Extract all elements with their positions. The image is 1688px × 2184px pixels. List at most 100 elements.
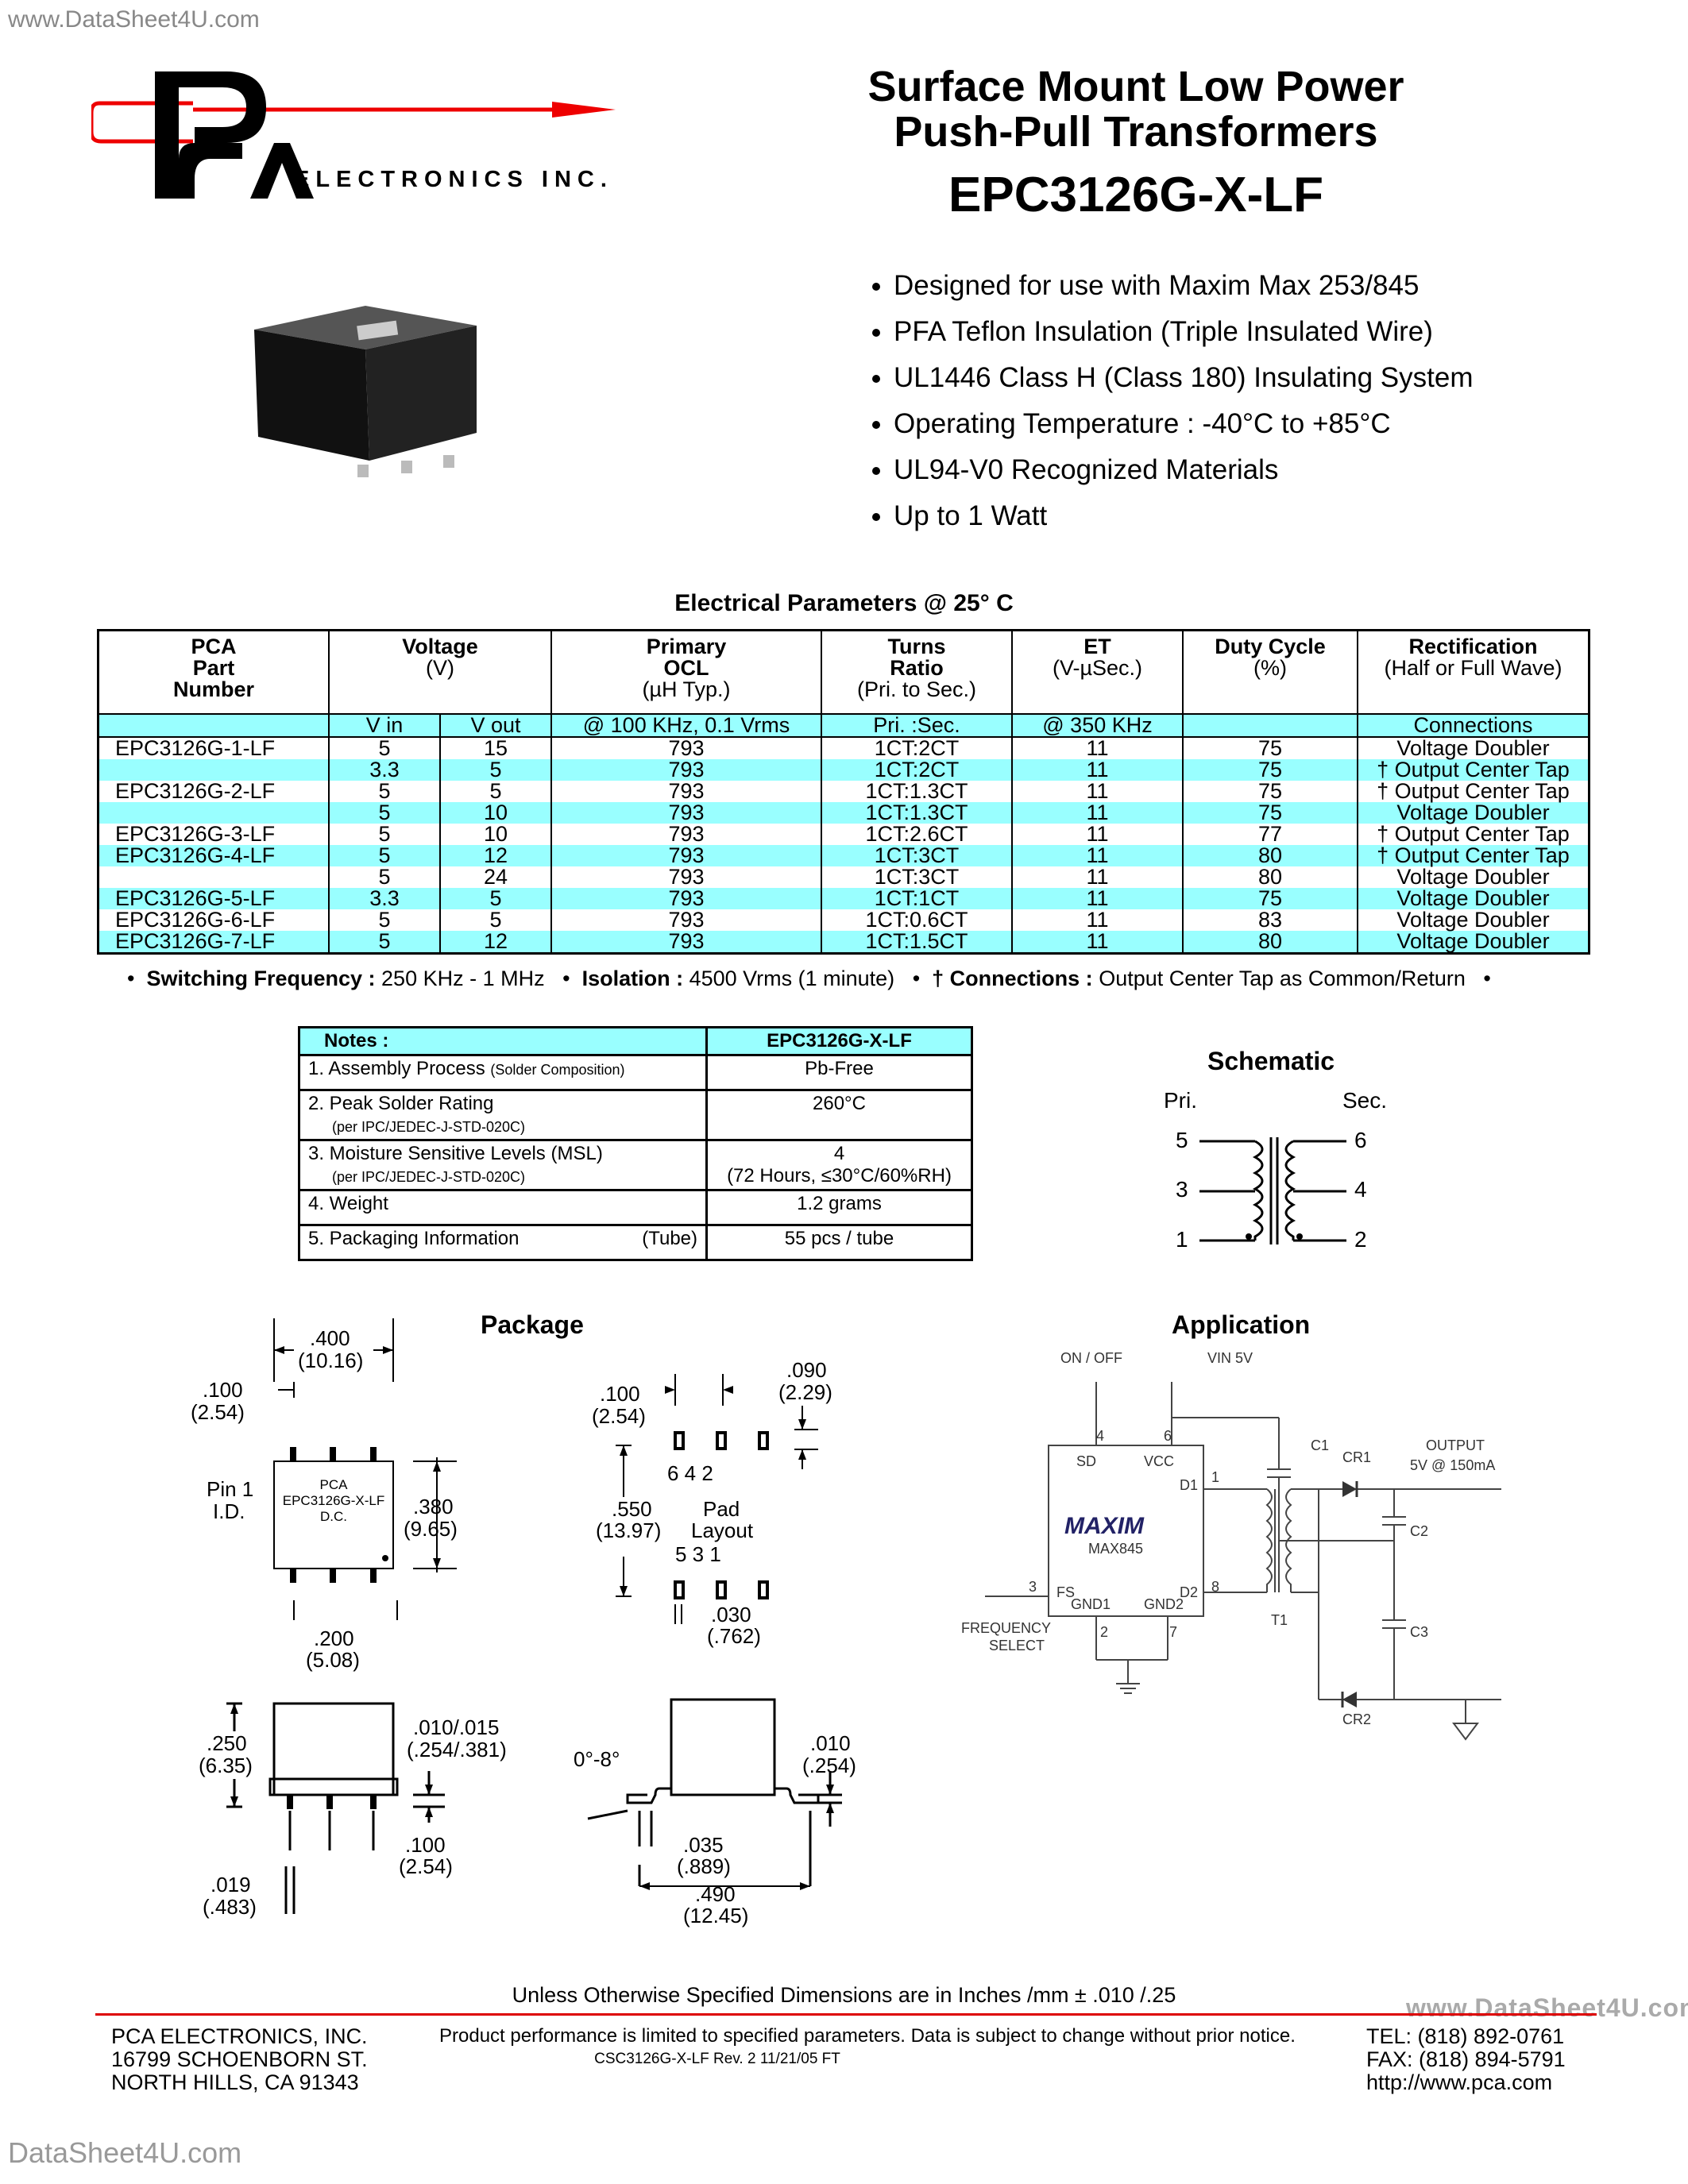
dim-100: .100 (203, 1378, 243, 1402)
app-c3: C3 (1410, 1624, 1429, 1640)
cell-vout: 5 (440, 780, 552, 802)
cell-part: EPC3126G-4-LF (98, 844, 330, 866)
cell-rect: † Output Center Tap (1377, 843, 1570, 867)
app-output1: OUTPUT (1426, 1437, 1485, 1453)
cell-vin: 5 (329, 844, 441, 866)
cell-part (98, 866, 330, 888)
end-dim-1245: (12.45) (683, 1904, 749, 1927)
cell-rect: Voltage Doubler (1396, 886, 1550, 910)
cell-duty: 75 (1183, 780, 1358, 802)
schematic: Pri. Sec. 5 3 1 6 4 2 (1160, 1088, 1414, 1255)
side-dim-635: (6.35) (199, 1754, 253, 1777)
cell-duty: 80 (1183, 930, 1358, 953)
cell-part: EPC3126G-2-LF (98, 780, 330, 802)
fn-sw-label: Switching Frequency : (146, 967, 376, 990)
pad-label-1: Pad (703, 1497, 740, 1521)
pad-dim-550: .550 (612, 1497, 652, 1521)
part-number-title: EPC3126G-X-LF (948, 168, 1324, 222)
hdr-part-2: Part (192, 656, 235, 680)
cell-vout: 15 (440, 736, 552, 759)
pin-2: 2 (1354, 1227, 1367, 1252)
sub-conn: Connections (1413, 712, 1533, 737)
product-photo (238, 306, 500, 480)
sub-empty (98, 713, 330, 737)
side-dim-254: (2.54) (399, 1854, 453, 1878)
cell-et: 11 (1012, 909, 1184, 931)
hdr-voltage: Voltage (402, 635, 478, 658)
end-dim-889: (.889) (677, 1854, 731, 1878)
pad-dim-030: .030 (711, 1603, 751, 1626)
note-sub: (Solder Composition) (490, 1062, 625, 1078)
company-logo: ELECTRONICS INC. (89, 64, 647, 203)
cell-vout: 24 (440, 866, 552, 888)
app-model: MAX845 (1088, 1541, 1144, 1557)
cell-ratio: 1CT:2CT (821, 758, 1013, 781)
notes-part-header: EPC3126G-X-LF (705, 1026, 973, 1056)
watermark-right: www.DataSheet4U.com (1406, 1993, 1688, 2022)
pad-layout: .100 (2.54) .090 (2.29) 6 4 2 .550 (13.9… (580, 1350, 866, 1648)
side-dim-019: .019 (211, 1873, 251, 1897)
hdr-ocl: Primary (646, 635, 727, 658)
cell-et: 11 (1012, 736, 1184, 759)
cell-ocl: 793 (551, 909, 822, 931)
cell-ocl: 793 (551, 823, 822, 845)
end-dim-254: (.254) (802, 1754, 856, 1777)
cell-part (98, 801, 330, 824)
end-dim-035: .035 (683, 1833, 724, 1857)
feature-item: UL1446 Class H (Class 180) Insulating Sy… (894, 362, 1473, 394)
cell-vin: 5 (329, 930, 441, 953)
dimension-note: Unless Otherwise Specified Dimensions ar… (512, 1983, 1176, 2007)
cell-part: EPC3126G-1-LF (98, 736, 330, 759)
cell-vout: 10 (440, 801, 552, 824)
pin-3: 3 (1176, 1177, 1188, 1202)
hdr-turns-2: Ratio (890, 656, 944, 680)
contact-web[interactable]: http://www.pca.com (1366, 2070, 1553, 2094)
cell-part: EPC3126G-5-LF (98, 887, 330, 909)
footer-address: PCA ELECTRONICS, INC. 16799 SCHOENBORN S… (111, 2025, 368, 2094)
app-onoff: ON / OFF (1060, 1350, 1122, 1366)
app-cr1: CR1 (1342, 1449, 1372, 1465)
cell-vout: 5 (440, 758, 552, 781)
cell-et: 11 (1012, 866, 1184, 888)
cell-duty: 80 (1183, 866, 1358, 888)
pin-6: 6 (1354, 1128, 1367, 1152)
fn-conn-value: Output Center Tap as Common/Return (1099, 967, 1466, 990)
end-dim-010: .010 (810, 1731, 851, 1755)
app-pin-8: 8 (1211, 1579, 1220, 1595)
body-marking-3: D.C. (320, 1509, 347, 1524)
logo-graphic (89, 71, 616, 199)
cell-vin: 5 (329, 736, 441, 759)
app-gnd2: GND2 (1144, 1596, 1184, 1612)
dim-380: .380 (413, 1495, 454, 1518)
package-title: Package (481, 1310, 584, 1339)
sub-et: @ 350 KHz (1012, 713, 1184, 737)
app-pin-6: 6 (1164, 1428, 1172, 1444)
hdr-duty: Duty Cycle (1215, 635, 1326, 658)
fn-conn-label: † Connections : (932, 967, 1093, 990)
app-pin-3: 3 (1029, 1579, 1037, 1595)
note-value: 4 (833, 1143, 845, 1164)
side-dim-250: .250 (207, 1731, 247, 1755)
dim-965: (9.65) (404, 1517, 458, 1541)
hdr-part: PCA (191, 635, 237, 658)
cell-et: 11 (1012, 758, 1184, 781)
hdr-ocl-unit: (µH Typ.) (642, 677, 731, 701)
pad-label-2: Layout (691, 1518, 754, 1542)
hdr-rect-unit: (Half or Full Wave) (1384, 656, 1562, 680)
note-value2: (72 Hours, ≤30°C/60%RH) (727, 1165, 952, 1187)
cell-ocl: 793 (551, 801, 822, 824)
cell-rect: † Output Center Tap (1377, 757, 1570, 781)
dim-254: (2.54) (191, 1400, 245, 1424)
schematic-title: Schematic (1207, 1047, 1335, 1075)
hdr-voltage-unit: (V) (426, 656, 454, 680)
cell-ratio: 1CT:1.3CT (821, 801, 1013, 824)
dim-508: (5.08) (306, 1648, 360, 1672)
hdr-et: ET (1083, 635, 1111, 658)
title-line2: Push-Pull Transformers (894, 108, 1378, 156)
app-gnd1: GND1 (1071, 1596, 1111, 1612)
cell-rect: † Output Center Tap (1377, 821, 1570, 846)
body-marking-1: PCA (319, 1477, 348, 1492)
